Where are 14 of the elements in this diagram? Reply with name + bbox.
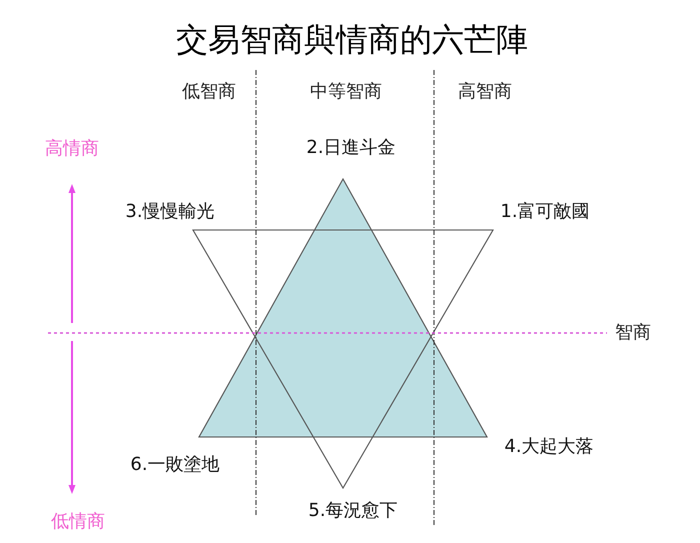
vertex-label: 4.大起大落 [504,437,594,457]
vertex-label: 3.慢慢輸光 [125,202,215,222]
axis-label: 智商 [615,323,651,343]
diagram-title: 交易智商與情商的六芒陣 [176,22,528,58]
column-label: 中等智商 [310,82,382,102]
column-label: 低智商 [182,82,236,102]
vertex-label: 5.每況愈下 [308,501,398,521]
upward-triangle [199,179,487,437]
axis-label: 高情商 [45,139,99,159]
vertex-label: 6.一敗塗地 [130,455,220,475]
column-label: 高智商 [458,82,512,102]
axis-label: 低情商 [51,512,105,532]
vertex-label: 1.富可敵國 [500,202,590,222]
vertex-label: 2.日進斗金 [306,138,396,158]
